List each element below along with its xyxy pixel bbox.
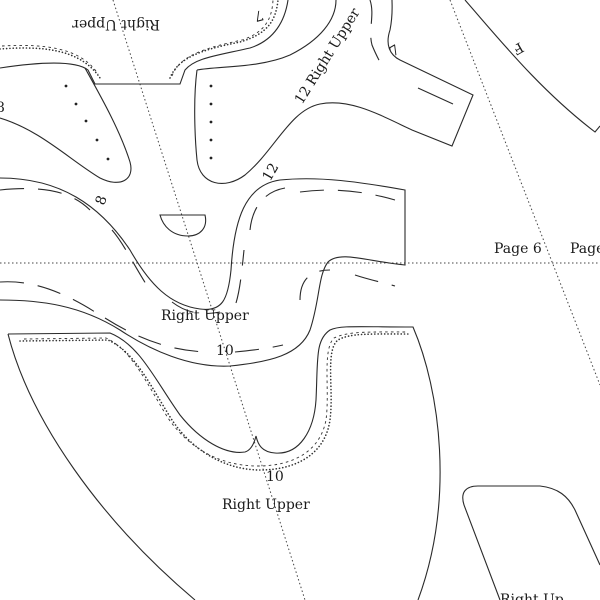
notch-number-7: 7: [387, 42, 403, 60]
corner-mark: F: [509, 39, 526, 58]
page-guide-line-right: [449, 0, 600, 386]
pattern-piece-middle-upper: 12 Right Upper 7: [194, 0, 474, 184]
piece-label-rotated: Right Upper: [303, 5, 363, 88]
pattern-piece-bottom-right: Right Up: [462, 485, 600, 600]
pattern-piece-middle: 8 12 Right Upper 10: [0, 161, 406, 367]
pattern-piece-left: 8: [0, 67, 132, 183]
pattern-piece-right-edge: F: [464, 0, 600, 133]
piece-label-bottom: Right Upper: [222, 497, 310, 513]
page-guide-line-left: [112, 0, 306, 600]
notch-number-8: 8: [93, 194, 111, 208]
notch-number-10: 10: [266, 469, 284, 485]
notch-number-12: 12: [260, 161, 283, 184]
piece-label-middle: Right Upper: [161, 308, 249, 324]
pattern-piece-bottom: 10 Right Upper: [7, 326, 441, 600]
notch-number-7-top: 7: [252, 6, 265, 24]
page-label-next: Page: [570, 241, 600, 257]
notch-number-8-edge: 8: [0, 100, 5, 116]
piece-label-partial: Right Up: [500, 592, 564, 600]
notch-number-12-upper: 12: [292, 84, 315, 108]
notch-number-10-upper: 10: [216, 343, 234, 359]
pattern-piece-top: Right Upper 7: [0, 0, 289, 85]
piece-label-upside-down: Right Upper: [72, 16, 160, 32]
page-label: Page 6: [494, 241, 542, 257]
notch-half-circle: [159, 214, 207, 237]
